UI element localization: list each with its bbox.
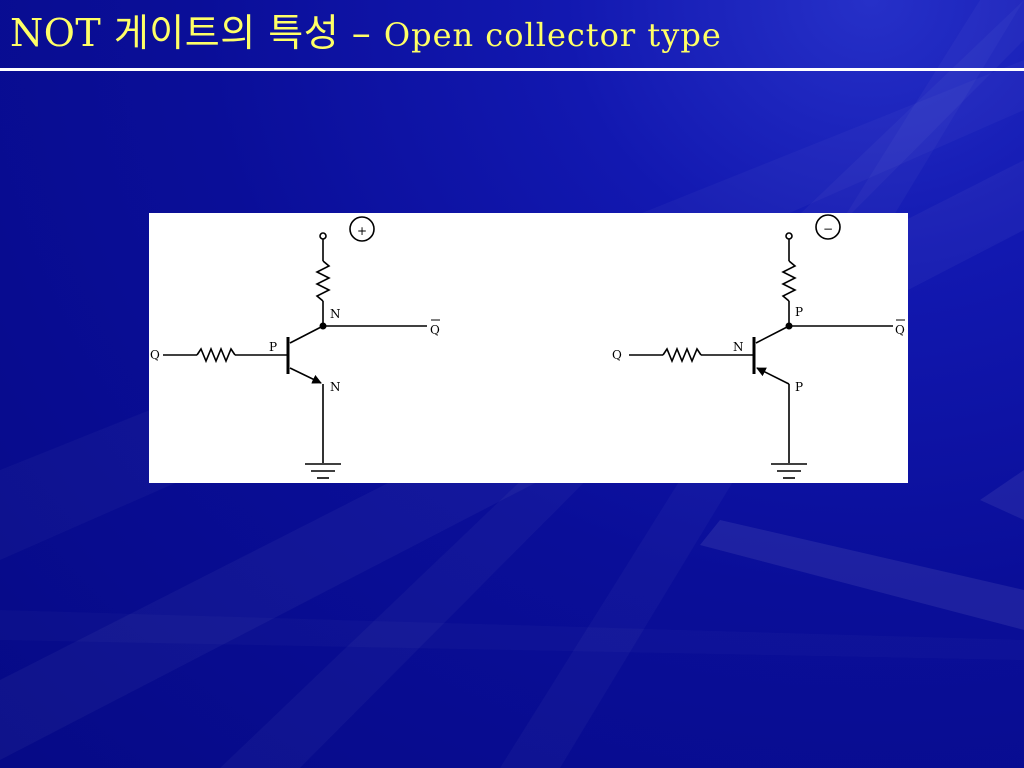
output-label: Q [430,323,440,337]
base-resistor [662,346,702,364]
supply-symbol-plus: + [357,224,367,238]
emitter-label: P [795,380,803,394]
collector-label: N [330,307,341,321]
plus-symbol-circle [349,216,375,242]
supply-terminal [319,232,327,240]
supply-terminal [785,232,793,240]
supply-symbol-minus: − [823,222,833,236]
base-label: P [269,340,277,354]
output-label: Q [895,323,905,337]
slide-title: NOT 게이트의 특성 – Open collector type [10,14,722,52]
output-junction-dot [319,322,327,330]
input-label: Q [150,348,160,362]
title-underline [0,68,1024,71]
circuit-left [163,216,427,479]
input-label: Q [612,348,622,362]
circuit-right [629,214,893,479]
collector-label: P [795,305,803,319]
title-main: NOT 게이트의 특성 – [10,11,372,55]
base-label: N [733,340,744,354]
circuit-diagram-panel: + N P N Q Q − P N P [149,213,908,483]
collector-resistor [781,260,797,302]
collector-resistor [315,260,331,302]
base-resistor [196,346,236,364]
minus-symbol-circle [815,214,841,240]
emitter-arrow [289,367,322,384]
emitter-label: N [330,380,341,394]
emitter-arrow [756,367,790,385]
title-subtitle: Open collector type [383,16,722,54]
output-junction-dot [785,322,793,330]
